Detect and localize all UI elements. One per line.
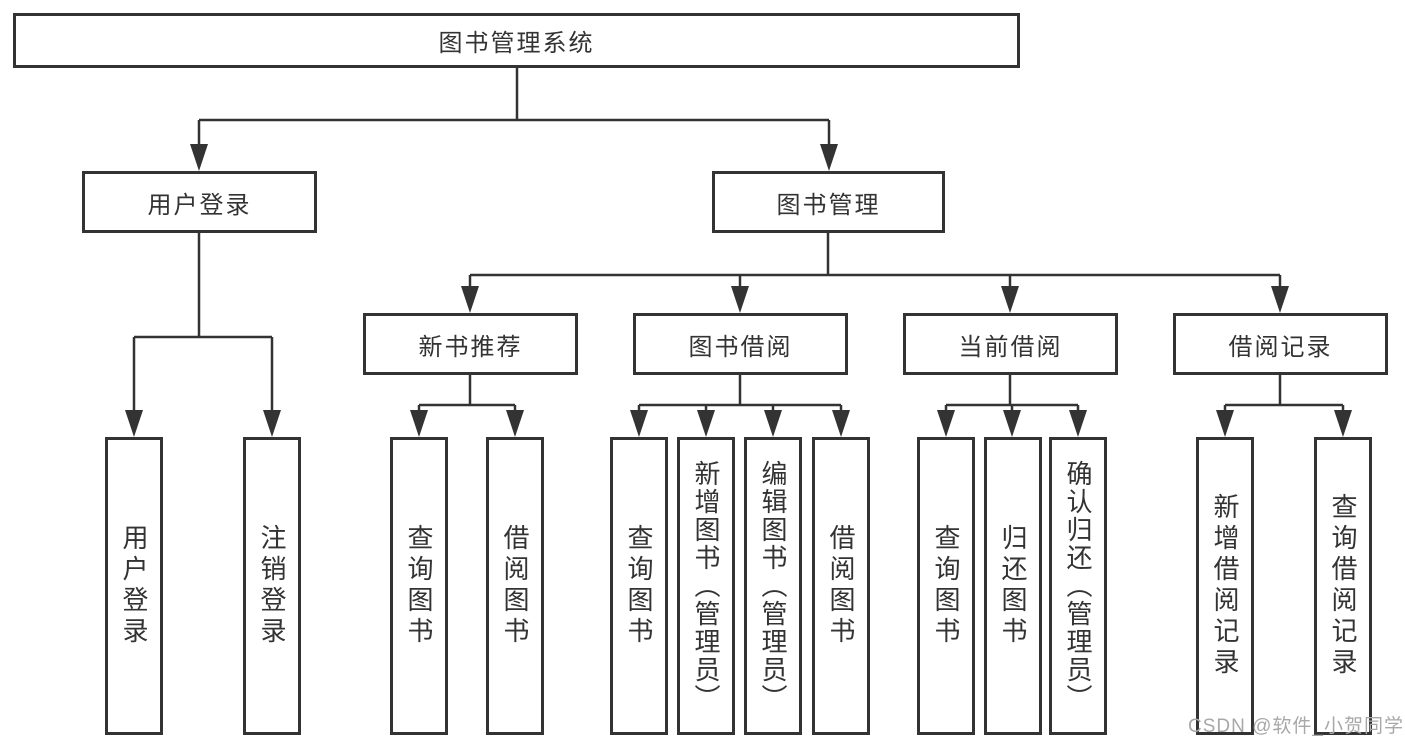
node-borrowing-records: 借阅记录 [1173, 313, 1388, 375]
leaf-recommend-query-books: 查询图书 [390, 437, 448, 735]
leaf-records-query-record: 查询借阅记录 [1314, 437, 1372, 735]
leaf-current-confirm-return-admin: 确认归还（管理员） [1049, 437, 1107, 735]
leaf-borrow-query-books: 查询图书 [610, 437, 668, 735]
leaf-logout: 注销登录 [243, 437, 301, 735]
leaf-borrow-edit-books-admin: 编辑图书（管理员） [744, 437, 802, 735]
node-system-root: 图书管理系统 [13, 13, 1020, 68]
arrowheads [125, 144, 1352, 437]
leaf-current-query-books: 查询图书 [917, 437, 975, 735]
node-book-management: 图书管理 [712, 171, 945, 233]
edge-stems [132, 68, 1345, 412]
node-user-login: 用户登录 [82, 171, 317, 233]
leaf-records-add-record: 新增借阅记录 [1196, 437, 1254, 735]
node-book-borrowing: 图书借阅 [633, 313, 848, 375]
node-new-book-recommend: 新书推荐 [363, 313, 578, 375]
leaf-current-return-books: 归还图书 [984, 437, 1042, 735]
leaf-recommend-borrow-books: 借阅图书 [486, 437, 544, 735]
csdn-watermark: CSDN @软件_小贺同学 [1188, 716, 1404, 737]
leaf-user-login: 用户登录 [105, 437, 163, 735]
leaf-borrow-add-books-admin: 新增图书（管理员） [677, 437, 735, 735]
node-current-borrowing: 当前借阅 [903, 313, 1118, 375]
leaf-borrow-borrow-books: 借阅图书 [812, 437, 870, 735]
